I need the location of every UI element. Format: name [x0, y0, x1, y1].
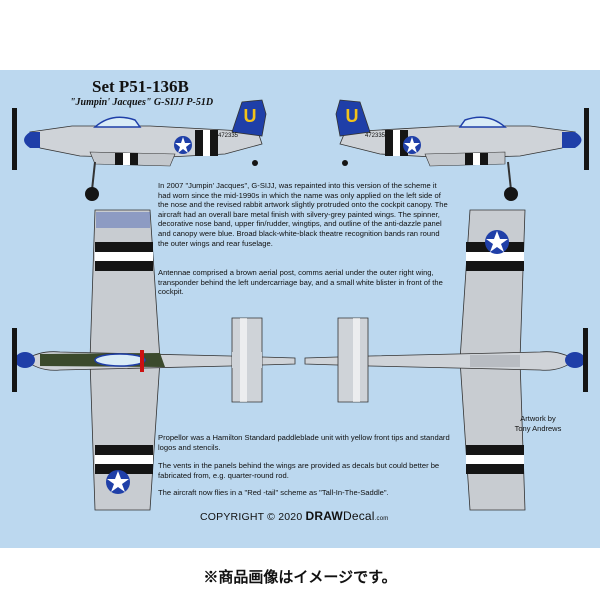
image-disclaimer-caption: ※商品画像はイメージです。	[203, 569, 397, 586]
subtitle-name: "Jumpin' Jacques"	[70, 97, 152, 108]
copyright-prefix: COPYRIGHT © 2020	[200, 511, 303, 523]
set-title: Set P51-136B	[92, 77, 189, 96]
artwork-credit: Artwork by Tony Andrews	[503, 414, 573, 433]
description-paragraph-4: The vents in the panels behind the wings…	[158, 461, 440, 480]
credit-line-1: Artwork by	[520, 414, 556, 423]
description-paragraph-5: The aircraft now flies in a "Red -tail" …	[158, 488, 389, 497]
brand-draw: DRAW	[305, 509, 343, 523]
description-paragraph-2: Antennae comprised a brown aerial post, …	[158, 268, 443, 297]
left-profile: U 472335	[12, 99, 267, 201]
fin-letter-right: U	[346, 106, 359, 126]
brand-suffix: .com	[374, 516, 389, 522]
serial-right: 472335	[365, 133, 386, 139]
description-paragraph-3: Propellor was a Hamilton Standard paddle…	[158, 433, 450, 452]
brand-decal: Decal	[342, 509, 375, 523]
right-profile: U 472335	[335, 99, 589, 201]
description-paragraph-1: In 2007 "Jumpin' Jacques", G-SIJJ, was r…	[158, 181, 448, 248]
set-subtitle: "Jumpin' Jacques" G-SIJJ P-51D	[70, 97, 213, 108]
bottom-view	[304, 209, 588, 511]
fin-letter-left: U	[244, 106, 257, 126]
copyright-line: COPYRIGHT © 2020 DRAWDecal.com	[200, 509, 388, 523]
top-view	[12, 209, 296, 511]
subtitle-registration: G-SIJJ P-51D	[153, 97, 214, 108]
credit-line-2: Tony Andrews	[514, 423, 562, 433]
aircraft-artwork: U 472335 U 472335	[12, 99, 589, 511]
serial-left: 472335	[218, 133, 239, 139]
